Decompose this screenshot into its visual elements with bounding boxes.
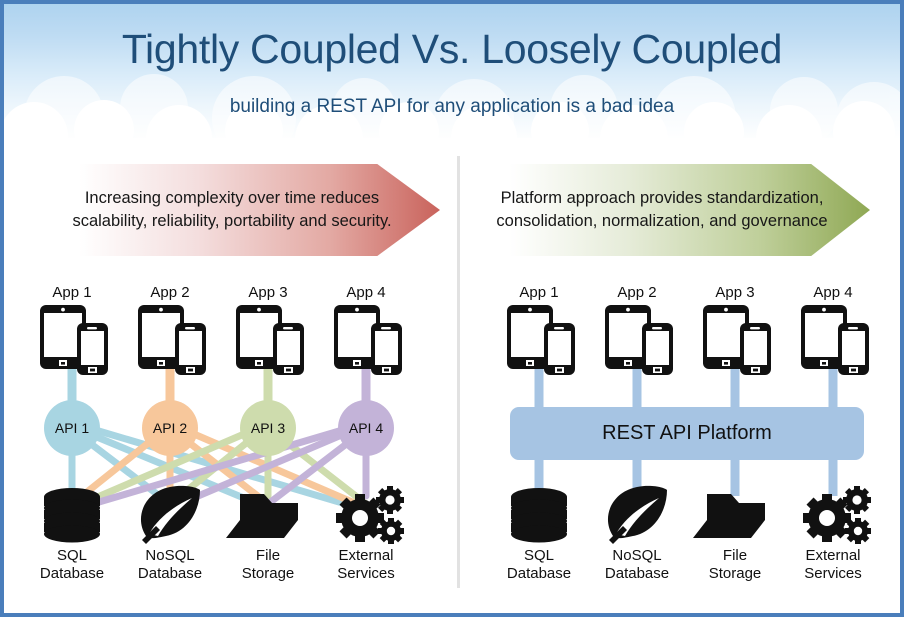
left-store-label-4: External Services [318,547,414,584]
left-store-label-3: File Storage [220,547,316,584]
left-store-4-line2: Services [337,565,395,583]
cloud-decoration [4,74,900,154]
page-title: Tightly Coupled Vs. Loosely Coupled [121,26,783,72]
right-banner: Platform approach provides standardizati… [478,164,870,256]
api-node-2[interactable]: API 2 [142,400,198,456]
rest-api-platform-label: REST API Platform [602,422,772,444]
left-store-2-line1: NoSQL [145,547,195,564]
left-store-label-2: NoSQL Database [122,547,218,584]
right-store-label-4: External Services [785,547,881,584]
right-store-label-3: File Storage [687,547,783,584]
right-app-label-3: App 3 [715,284,755,301]
right-store-label-1: SQL Database [491,547,587,584]
api-node-4[interactable]: API 4 [338,400,394,456]
api-node-3-label: API 3 [250,420,286,436]
left-app-label-1: App 1 [52,284,92,301]
api-node-1-label: API 1 [54,420,90,436]
left-store-label-1: SQL Database [24,547,120,584]
right-app-label-1: App 1 [519,284,559,301]
right-store-4-line2: Services [804,565,862,583]
right-store-2-line2: Database [604,565,670,583]
right-store-3-line1: File [722,547,748,564]
page-subtitle: building a REST API for any application … [229,96,675,117]
left-store-2-line2: Database [137,565,203,583]
api-node-1[interactable]: API 1 [44,400,100,456]
left-store-4-line1: External [338,547,394,564]
left-app-label-4: App 4 [346,284,386,301]
api-node-3[interactable]: API 3 [240,400,296,456]
rest-api-platform-bar[interactable]: REST API Platform [510,407,864,460]
left-app-label-2: App 2 [150,284,190,301]
left-store-1-line1: SQL [56,547,87,564]
right-store-1-line2: Database [506,565,572,583]
left-store-3-line1: File [255,547,281,564]
right-store-2-line1: NoSQL [612,547,662,564]
left-banner: Increasing complexity over time reduces … [48,164,440,256]
api-node-2-label: API 2 [152,420,188,436]
left-store-1-line2: Database [39,565,105,583]
left-app-label-3: App 3 [248,284,288,301]
right-store-label-2: NoSQL Database [589,547,685,584]
left-store-3-line2: Storage [241,565,295,583]
right-store-3-line2: Storage [708,565,762,583]
right-app-label-2: App 2 [617,284,657,301]
right-store-1-line1: SQL [523,547,554,564]
right-app-label-4: App 4 [813,284,853,301]
api-node-4-label: API 4 [348,420,384,436]
panel-divider [457,156,460,588]
right-store-4-line1: External [805,547,861,564]
